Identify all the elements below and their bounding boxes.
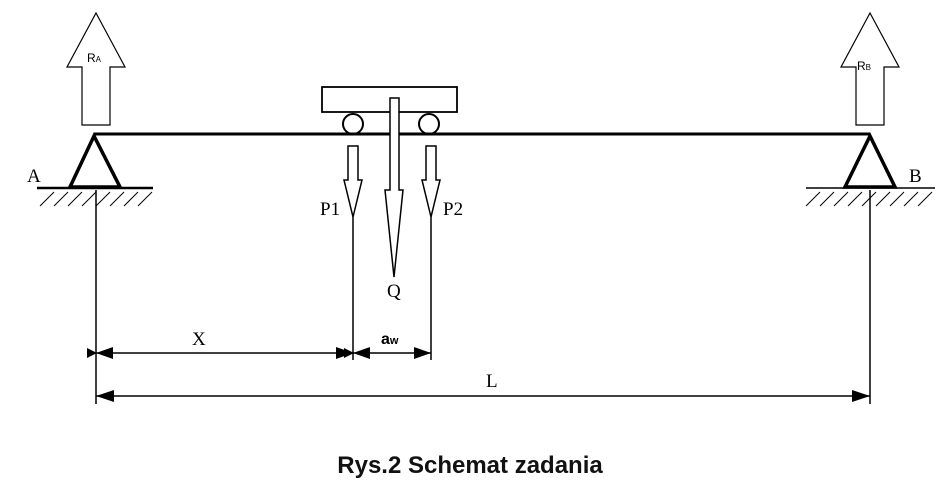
dimension-aw-arrow-right: [414, 347, 431, 359]
dimension-x-label: X: [192, 329, 206, 350]
reaction-b-subscript: B: [866, 63, 871, 72]
svg-text:RB: RB: [857, 59, 871, 73]
reaction-a-subscript: A: [96, 55, 102, 64]
dimension-l-arrow-right: [852, 390, 870, 402]
reaction-arrow-a: RA: [65, 11, 127, 126]
dimension-l-label: L: [486, 371, 498, 392]
load-arrow-p2: [421, 145, 441, 218]
dimension-aw-subscript: w: [389, 335, 399, 347]
dimension-aw-label: a: [381, 331, 390, 348]
load-q-label: Q: [387, 281, 401, 302]
load-p1-label: P1: [320, 199, 340, 220]
reaction-arrow-b: RB: [839, 11, 901, 126]
figure-caption: Rys.2 Schemat zadania: [337, 452, 603, 479]
dimension-x-arrow-left: [96, 347, 113, 359]
dimension-l-arrow-left: [96, 390, 114, 402]
reaction-a-label: R: [87, 51, 96, 65]
dimension-x-arrow-right: [336, 347, 353, 359]
load-arrow-q: [384, 97, 404, 278]
load-arrow-p1: [343, 145, 363, 218]
support-a: [37, 132, 153, 207]
trolley-wheel-right: [418, 113, 440, 135]
svg-text:aw: aw: [381, 331, 399, 348]
load-p2-label: P2: [443, 199, 463, 220]
support-b-label: B: [909, 166, 922, 187]
support-a-label: A: [27, 166, 41, 187]
svg-text:RA: RA: [87, 51, 102, 65]
dimension-aw-arrow-left: [353, 347, 370, 359]
trolley-wheel-left: [342, 113, 364, 135]
reaction-b-label: R: [857, 59, 866, 73]
support-b: [805, 132, 935, 207]
dimension-extension-lines: [95, 190, 871, 404]
